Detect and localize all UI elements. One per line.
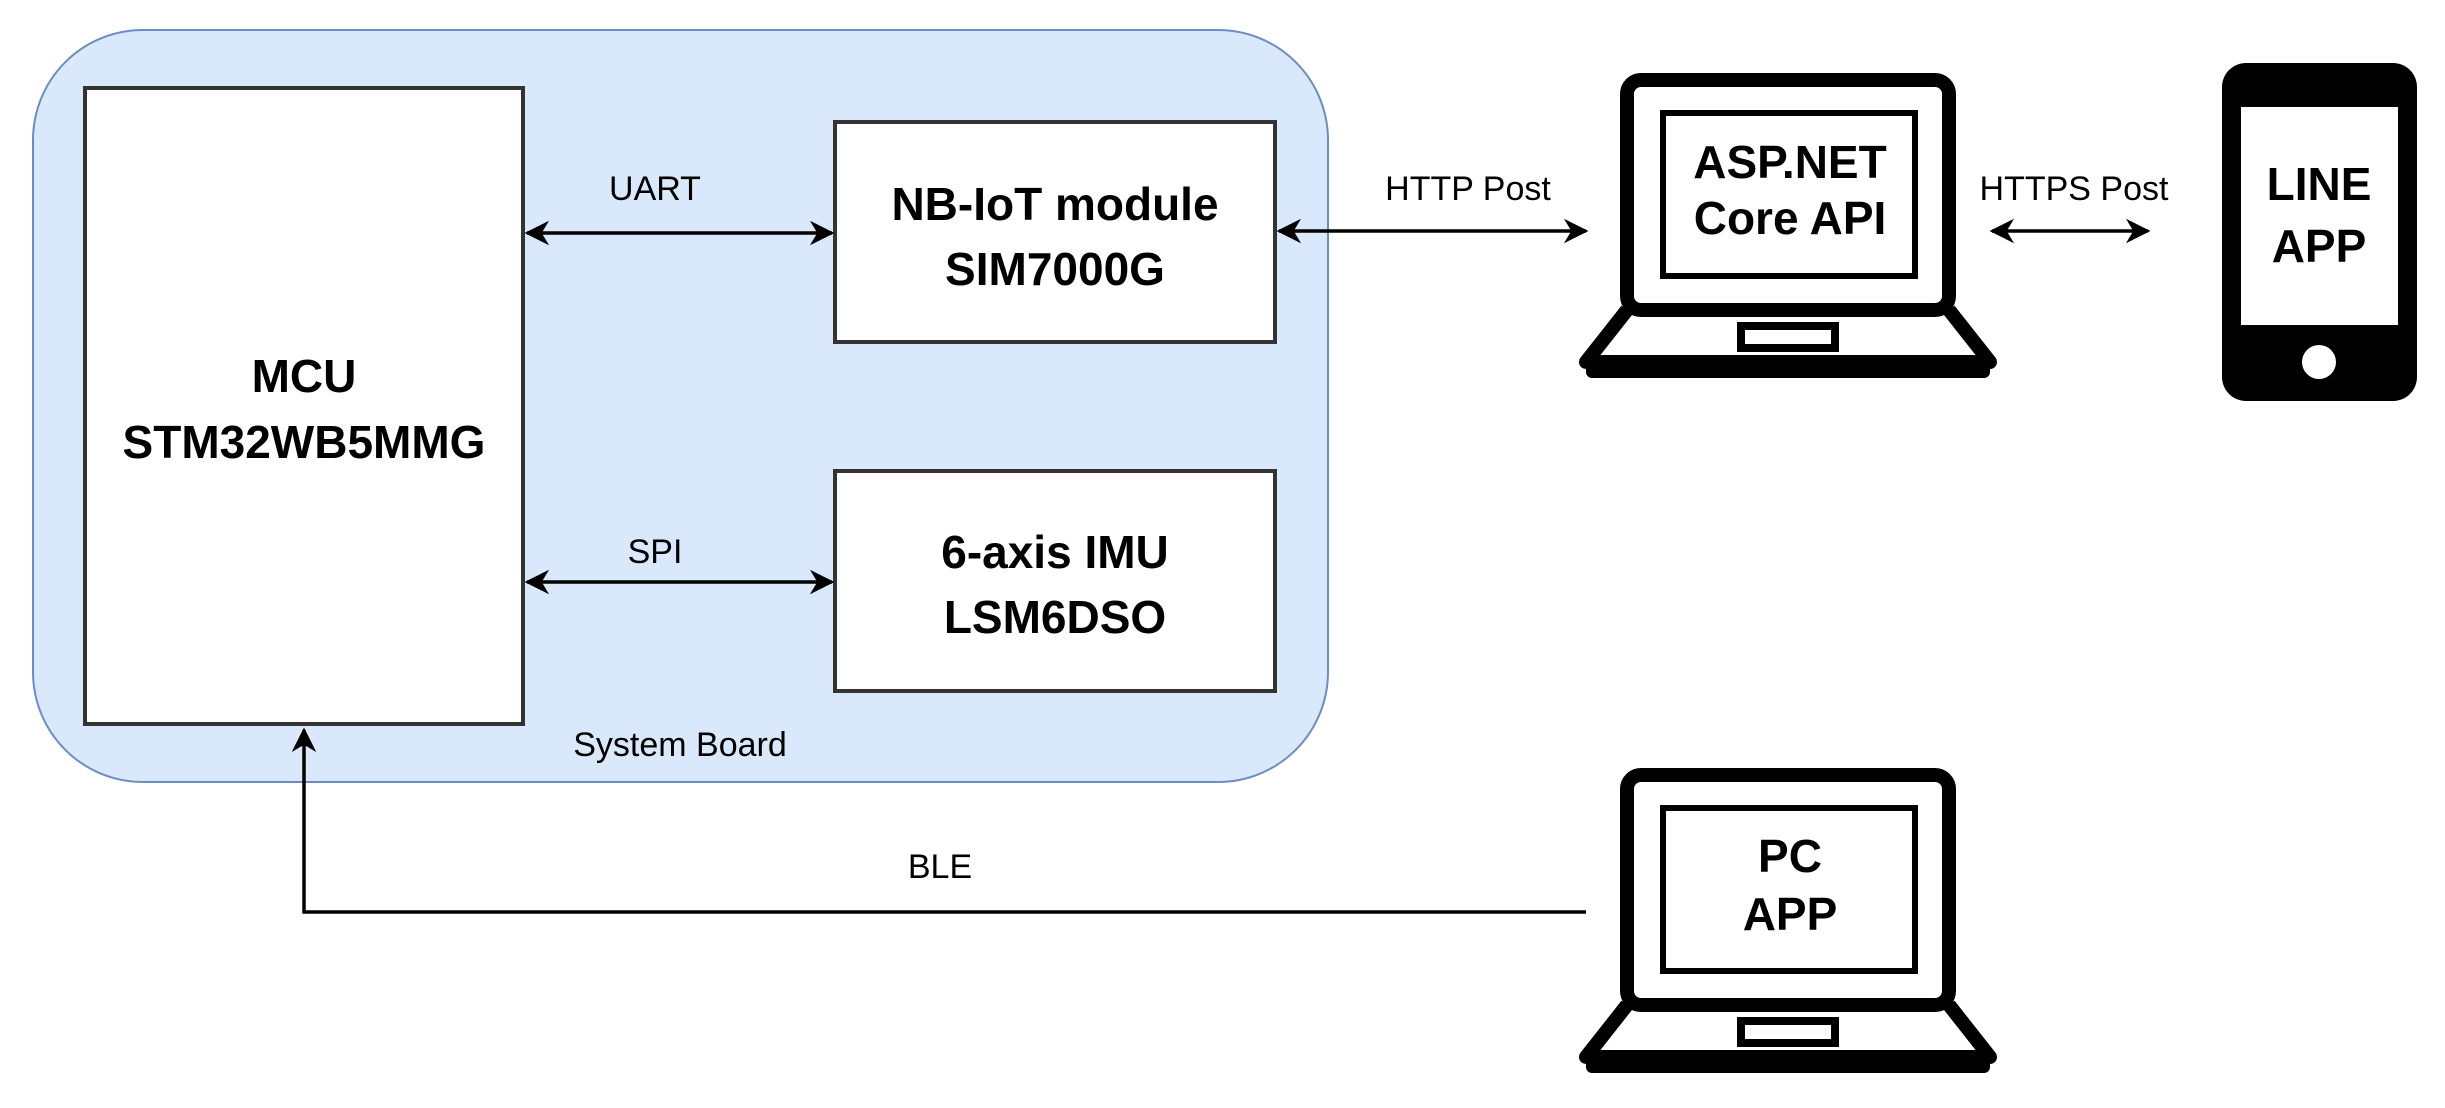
- imu-block: 6-axis IMU LSM6DSO: [833, 469, 1277, 693]
- imu-label: 6-axis IMU: [941, 526, 1169, 578]
- imu-part-number: LSM6DSO: [944, 591, 1166, 643]
- https-label-background: [1958, 166, 2188, 212]
- mcu-label: MCU: [252, 350, 357, 402]
- server-sublabel: Core API: [1694, 192, 1887, 244]
- uart-label: UART: [609, 170, 701, 208]
- phone-sublabel: APP: [2272, 220, 2367, 272]
- nbiot-block: NB-IoT module SIM7000G: [833, 120, 1277, 344]
- phone-label: LINE: [2267, 158, 2372, 210]
- https-label: HTTPS Post: [1980, 170, 2169, 208]
- mcu-part-number: STM32WB5MMG: [123, 416, 486, 468]
- system-board-label: System Board: [573, 726, 787, 764]
- pc-laptop: PC APP: [1579, 768, 1997, 1073]
- server-label: ASP.NET: [1693, 136, 1886, 188]
- phone: LINE APP: [2222, 63, 2417, 401]
- nbiot-label: NB-IoT module: [891, 178, 1218, 230]
- nbiot-part-number: SIM7000G: [945, 243, 1165, 295]
- http-label: HTTP Post: [1385, 170, 1551, 208]
- pc-sublabel: APP: [1743, 888, 1838, 940]
- pc-label: PC: [1758, 830, 1822, 882]
- ble-label: BLE: [908, 848, 972, 886]
- smartphone-icon: [2222, 63, 2417, 401]
- laptop-icon: [1579, 73, 1997, 378]
- server-laptop: ASP.NET Core API: [1579, 73, 1997, 378]
- ble-link: [291, 727, 1586, 914]
- mcu-block: MCU STM32WB5MMG: [83, 86, 525, 726]
- ble-label-background: [898, 844, 982, 890]
- laptop-icon: [1579, 768, 1997, 1073]
- spi-label: SPI: [628, 533, 683, 571]
